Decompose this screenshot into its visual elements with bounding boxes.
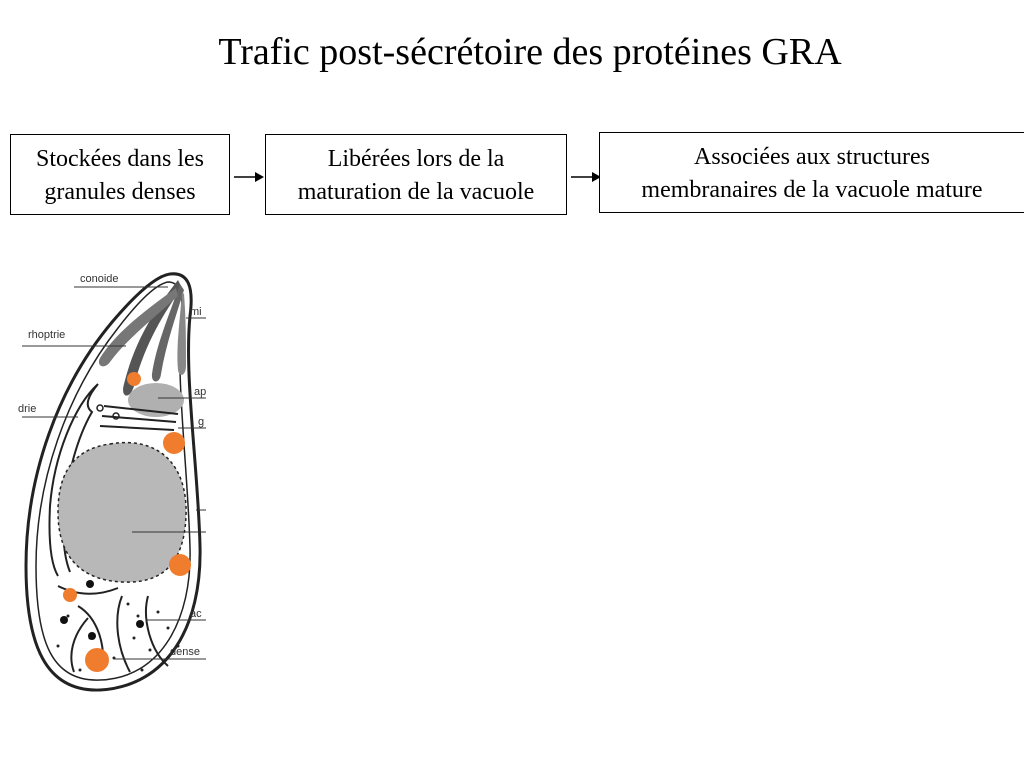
page-title: Trafic post-sécrétoire des protéines GRA <box>218 31 842 73</box>
dense-granule <box>163 432 185 454</box>
label-ap: ap <box>194 386 206 398</box>
leader-lines <box>22 286 206 660</box>
step-box-stored: Stockées dans les granules denses <box>10 134 230 215</box>
golgi <box>101 415 177 423</box>
label-mi: mi <box>190 306 202 318</box>
nucleus <box>57 441 187 583</box>
apicoplast <box>128 383 184 417</box>
step-box-associated-line-2: membranaires de la vacuole mature <box>641 177 983 203</box>
vesicle <box>112 412 120 420</box>
label-conoide: conoide <box>80 273 119 285</box>
parasite-diagram-svg: conoide rhoptrie mi ap drie g ac dense <box>18 272 206 692</box>
step-box-stored-line-2: granules denses <box>44 179 196 205</box>
arrow-icon <box>234 172 264 182</box>
dense-granule <box>85 648 109 672</box>
amylopectin-granule <box>60 616 68 624</box>
arrow-icon <box>571 172 601 182</box>
rhoptry <box>151 284 184 382</box>
step-box-stored-line-1: Stockées dans les <box>36 146 204 172</box>
label-g: g <box>198 416 204 428</box>
step-box-released: Libérées lors de la maturation de la vac… <box>265 134 567 215</box>
golgi <box>103 405 179 415</box>
amylopectin-granule <box>86 580 94 588</box>
rhoptry <box>123 280 182 396</box>
amylopectin-granule <box>88 632 96 640</box>
microneme <box>177 292 186 375</box>
endoplasmic-reticulum <box>57 585 169 673</box>
golgi <box>99 425 175 431</box>
cytoplasm-dots <box>56 602 180 672</box>
parasite-diagram: conoide rhoptrie mi ap drie g ac dense <box>18 266 206 692</box>
step-box-associated: Associées aux structures membranaires de… <box>599 132 1024 213</box>
step-box-released-line-2: maturation de la vacuole <box>297 179 535 205</box>
step-box-released-line-1: Libérées lors de la <box>327 146 505 172</box>
amylopectin-granule <box>136 620 144 628</box>
vesicle <box>96 404 104 412</box>
dense-granule <box>127 372 141 386</box>
dense-granule <box>169 554 191 576</box>
microneme <box>98 288 178 367</box>
step-box-associated-line-1: Associées aux structures <box>694 144 930 170</box>
label-rhoptrie: rhoptrie <box>28 329 65 341</box>
label-dense: dense <box>170 646 200 658</box>
label-ac: ac <box>190 608 202 620</box>
label-drie: drie <box>18 403 36 415</box>
dense-granule <box>63 588 77 602</box>
